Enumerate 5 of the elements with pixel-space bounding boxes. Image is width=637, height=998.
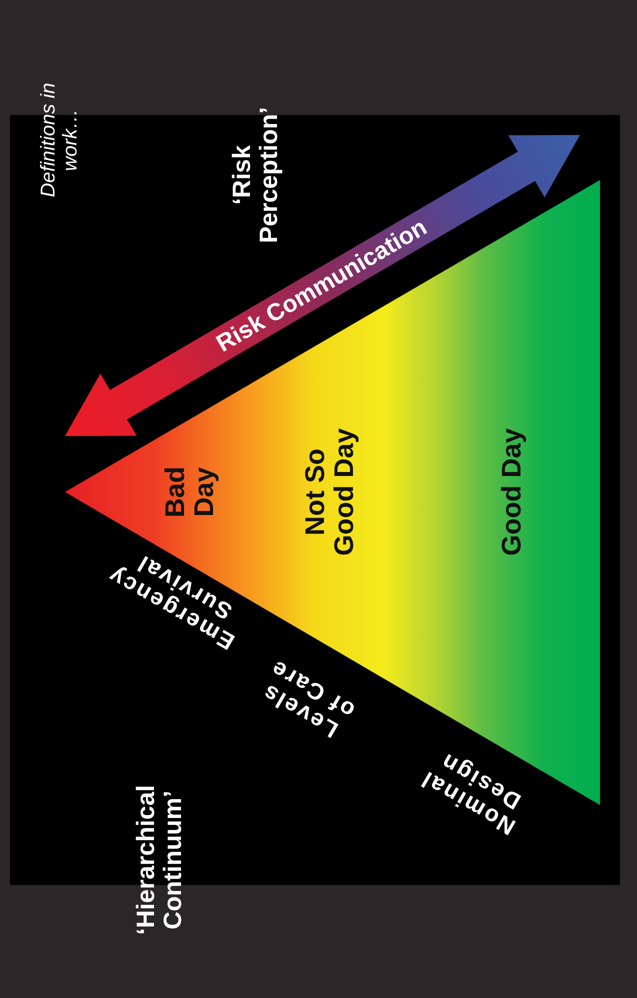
band-label: Not So Good Day bbox=[300, 427, 360, 558]
band-label: Bad Day bbox=[160, 465, 220, 520]
text-label: ‘Hierarchical Continuum’ bbox=[133, 784, 187, 938]
text-label: Definitions in work… bbox=[38, 82, 82, 200]
band-label: Good Day bbox=[497, 427, 527, 558]
